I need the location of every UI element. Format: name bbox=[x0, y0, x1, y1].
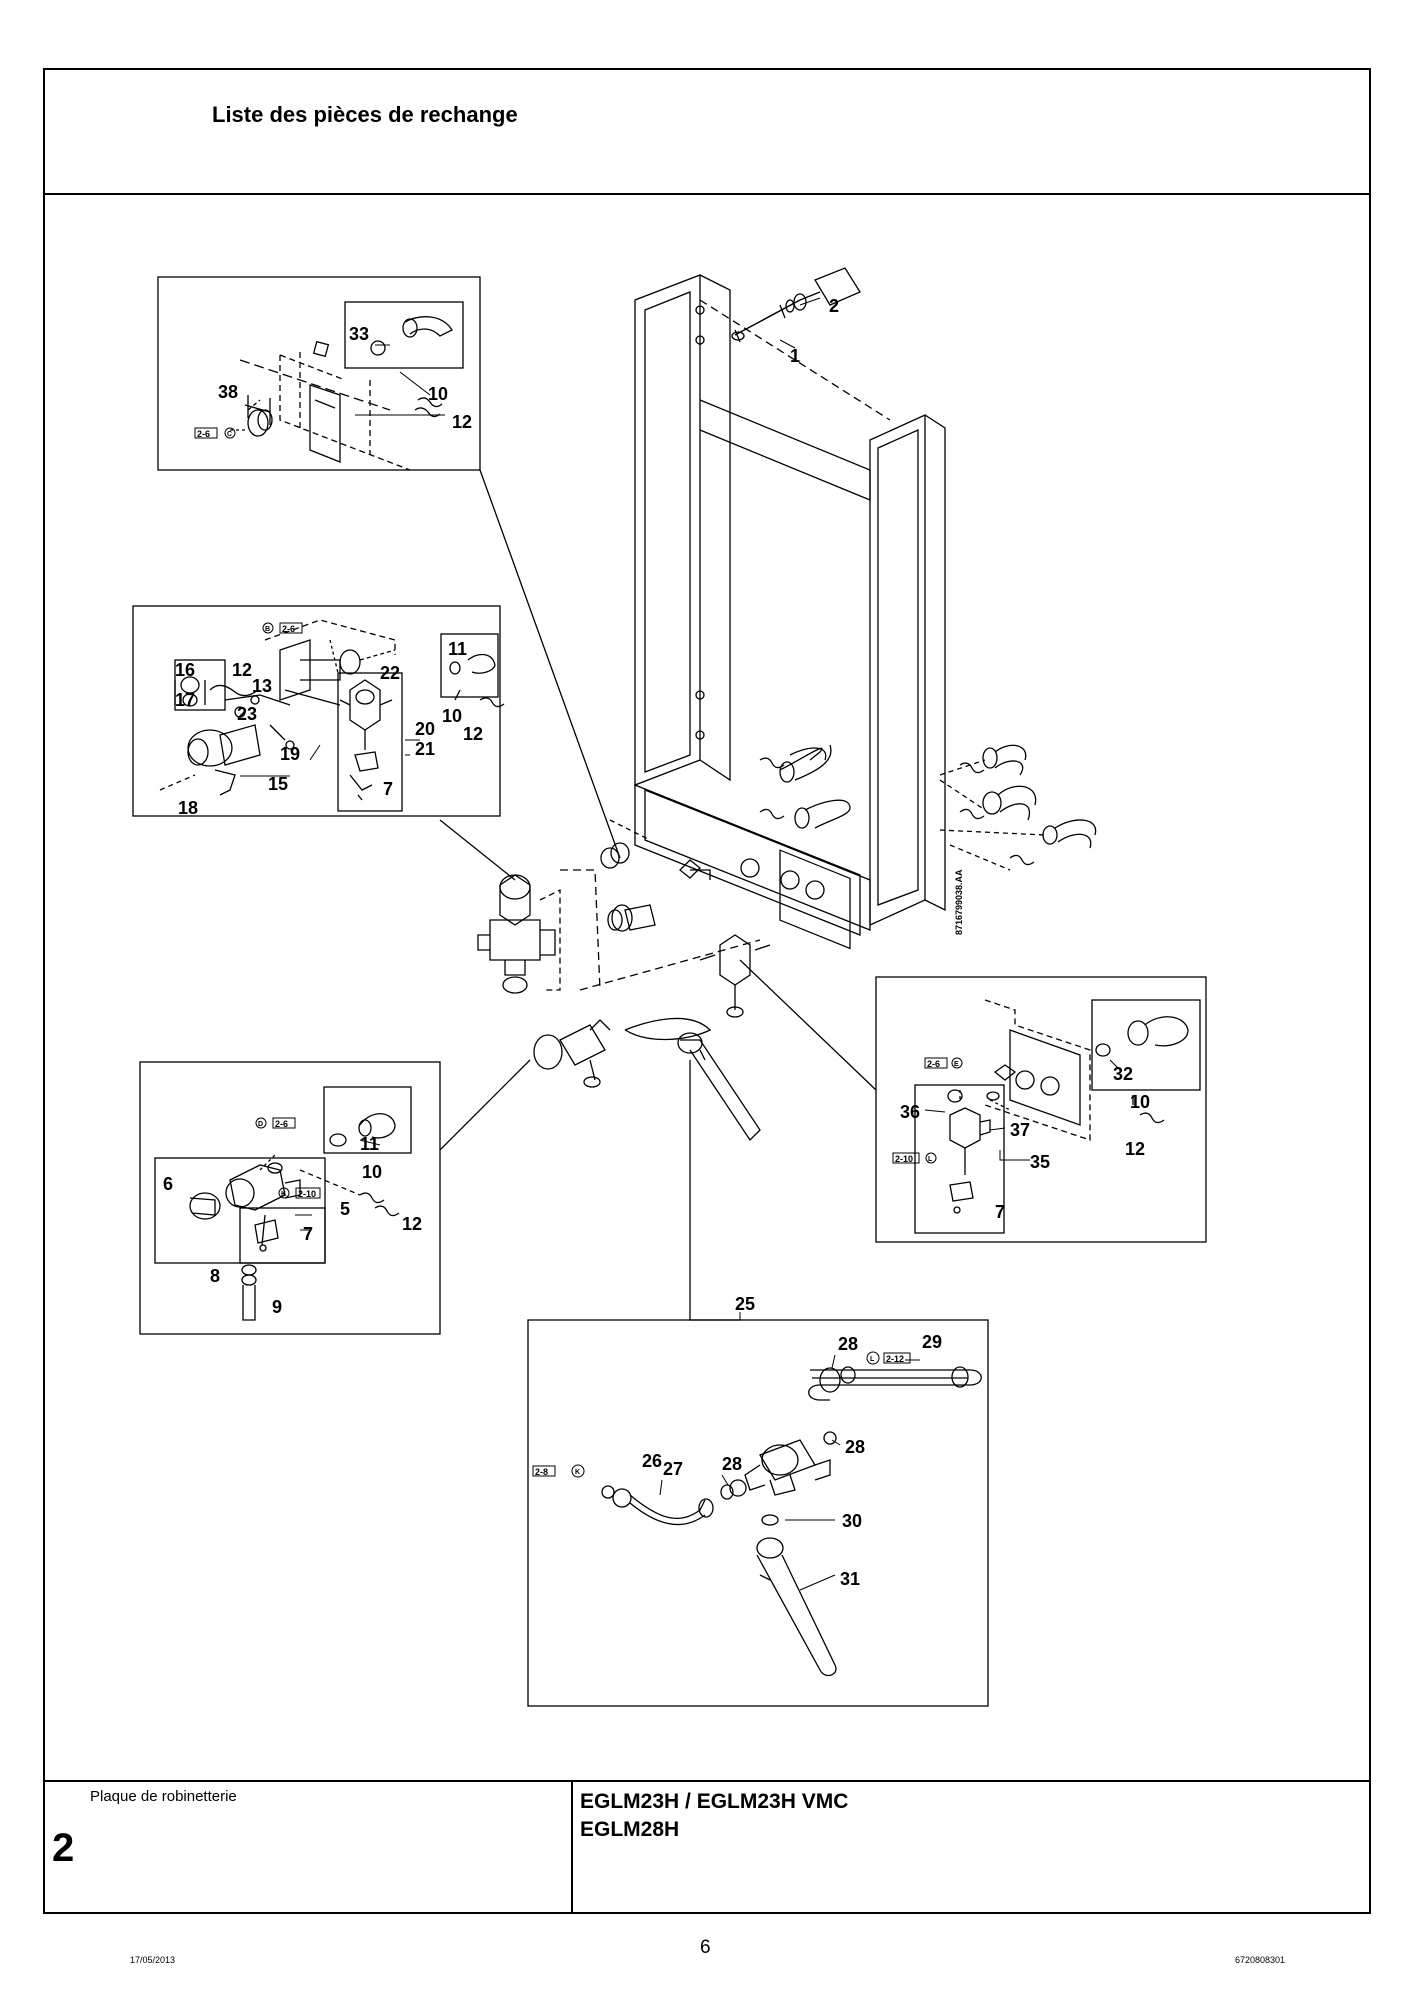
part-label-29: 9 bbox=[272, 1297, 282, 1317]
part-label-42: 27 bbox=[663, 1459, 683, 1479]
model-line-2: EGLM28H bbox=[580, 1818, 680, 1841]
header-divider bbox=[43, 193, 1371, 195]
drawing-code: 8716799038.AA bbox=[954, 869, 964, 935]
part-label-19: 15 bbox=[268, 774, 288, 794]
detail-box-middle-left bbox=[132, 605, 501, 817]
tag-text-1: 2-6 bbox=[197, 429, 210, 439]
part-label-8: 12 bbox=[232, 660, 252, 680]
reference-tags bbox=[194, 427, 963, 1478]
part-label-7: 16 bbox=[175, 660, 195, 680]
tag-text-8: 2-10 bbox=[298, 1189, 316, 1199]
part-label-27: 7 bbox=[303, 1224, 313, 1244]
part-label-24: 6 bbox=[163, 1174, 173, 1194]
part-label-40: 28 bbox=[845, 1437, 865, 1457]
tag-text-9: 2-6 bbox=[927, 1059, 940, 1069]
part-label-28: 8 bbox=[210, 1266, 220, 1286]
part-label-41: 26 bbox=[642, 1451, 662, 1471]
tag-text-4: 2-6 bbox=[282, 624, 295, 634]
detail-inset-20 bbox=[337, 672, 403, 812]
part-label-26: 12 bbox=[402, 1214, 422, 1234]
detail-box-lower-left bbox=[139, 1061, 441, 1335]
part-label-38: 28 bbox=[838, 1334, 858, 1354]
page-number: 6 bbox=[700, 1937, 711, 1958]
part-label-6: 38 bbox=[218, 382, 238, 402]
tag-text-7: K bbox=[281, 1191, 286, 1198]
detail-inset-11b bbox=[323, 1086, 412, 1154]
part-label-35: 12 bbox=[1125, 1139, 1145, 1159]
tag-text-3: B bbox=[265, 626, 270, 633]
detail-box-bottom-center bbox=[527, 1319, 989, 1707]
tag-text-5: D bbox=[258, 1121, 263, 1128]
part-label-37: 25 bbox=[735, 1294, 755, 1314]
part-label-22: 11 bbox=[360, 1134, 379, 1154]
part-label-32: 36 bbox=[900, 1102, 920, 1122]
section-subtitle: Plaque de robinetterie bbox=[90, 1788, 237, 1805]
tag-text-13: L bbox=[870, 1356, 875, 1363]
part-label-31: 10 bbox=[1130, 1092, 1150, 1112]
detail-box-right bbox=[875, 976, 1207, 1243]
part-label-36: 7 bbox=[995, 1202, 1005, 1222]
tag-text-12: L bbox=[928, 1156, 933, 1163]
tag-text-6: 2-6 bbox=[275, 1119, 288, 1129]
reference-tag-texts: 2-6 C B 2-6 D 2-6 K 2-10 2-6 E 2-10 L L … bbox=[197, 429, 959, 1477]
part-label-14: 10 bbox=[442, 706, 462, 726]
part-label-4: 10 bbox=[428, 384, 448, 404]
model-names: EGLM23H / EGLM23H VMC EGLM28H bbox=[580, 1788, 848, 1844]
part-label-33: 37 bbox=[1010, 1120, 1030, 1140]
model-line-1: EGLM23H / EGLM23H VMC bbox=[580, 1790, 849, 1813]
part-label-39: 29 bbox=[922, 1332, 942, 1352]
part-label-16: 19 bbox=[280, 744, 300, 764]
page-title: Liste des pièces de rechange bbox=[212, 102, 518, 127]
doc-number: 6720808301 bbox=[1235, 1955, 1286, 1965]
part-label-1: 1 bbox=[790, 346, 800, 366]
tag-text-15: 2-8 bbox=[535, 1467, 548, 1477]
tag-text-14: 2-12 bbox=[886, 1354, 904, 1364]
tag-text-11: 2-10 bbox=[895, 1154, 913, 1164]
part-label-17: 20 bbox=[415, 719, 435, 739]
part-label-34: 35 bbox=[1030, 1152, 1050, 1172]
part-label-13: 11 bbox=[448, 639, 467, 659]
part-label-15: 12 bbox=[463, 724, 483, 744]
part-label-44: 30 bbox=[842, 1511, 862, 1531]
part-label-2: 2 bbox=[829, 296, 839, 316]
detail-inset-35 bbox=[914, 1084, 1005, 1234]
detail-inset-7b bbox=[239, 1207, 326, 1264]
part-label-25: 5 bbox=[340, 1199, 350, 1219]
part-label-11: 23 bbox=[237, 704, 257, 724]
footer-divider bbox=[43, 1780, 1371, 1782]
detail-inset-32 bbox=[1091, 999, 1201, 1091]
part-label-23: 10 bbox=[362, 1162, 382, 1182]
detail-box-top-left bbox=[157, 276, 481, 471]
part-label-9: 13 bbox=[252, 676, 272, 696]
part-label-21: 7 bbox=[383, 779, 393, 799]
part-label-12: 22 bbox=[380, 663, 400, 683]
tag-text-16: K bbox=[575, 1469, 580, 1476]
tag-text-10: E bbox=[954, 1061, 959, 1068]
part-label-10: 17 bbox=[175, 690, 195, 710]
part-label-5: 12 bbox=[452, 412, 472, 432]
part-label-43: 28 bbox=[722, 1454, 742, 1474]
part-label-20: 18 bbox=[178, 798, 198, 818]
part-label-3: 33 bbox=[349, 324, 369, 344]
section-number: 2 bbox=[52, 1826, 75, 1870]
detail-inset-11 bbox=[440, 633, 499, 698]
part-label-18: 21 bbox=[415, 739, 435, 759]
tag-text-2: C bbox=[227, 431, 232, 438]
part-label-30: 32 bbox=[1113, 1064, 1133, 1084]
footer-date: 17/05/2013 bbox=[130, 1955, 176, 1965]
part-labels: 1 2 33 10 12 38 16 12 13 17 23 22 11 10 … bbox=[163, 296, 1150, 1589]
page-frame bbox=[43, 68, 1371, 1914]
part-label-45: 31 bbox=[840, 1569, 860, 1589]
detail-inset-33 bbox=[344, 301, 464, 369]
footer-column-divider bbox=[571, 1780, 573, 1914]
